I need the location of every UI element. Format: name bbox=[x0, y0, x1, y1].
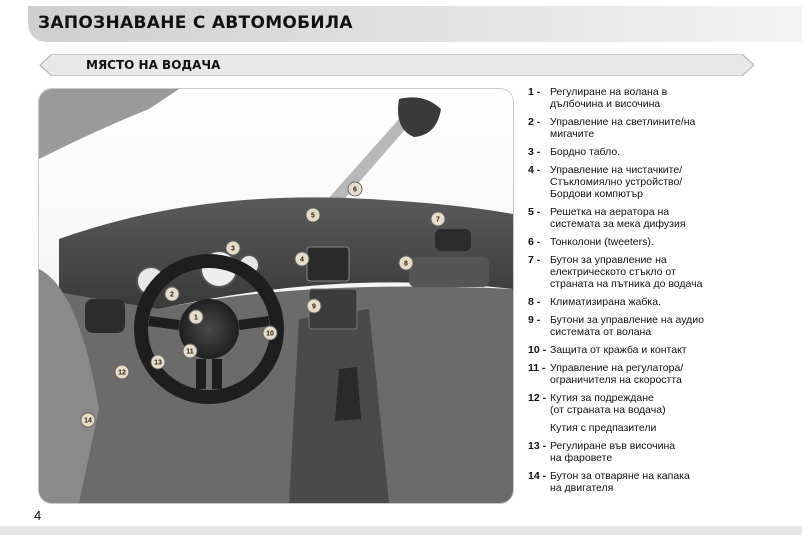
legend-text: Бутони за управление на аудио системата … bbox=[550, 314, 704, 338]
callout-8: 8 bbox=[398, 255, 414, 271]
legend-text: Управление на светлините/на мигачите bbox=[550, 116, 696, 140]
legend-text: Кутия с предпазители bbox=[550, 422, 657, 434]
svg-text:3: 3 bbox=[231, 246, 235, 253]
callout-14: 14 bbox=[80, 412, 96, 428]
svg-text:4: 4 bbox=[300, 257, 304, 264]
svg-text:14: 14 bbox=[84, 418, 92, 425]
legend-number: 10 - bbox=[528, 344, 547, 356]
legend-text: Решетка на аератора на системата за мека… bbox=[550, 206, 686, 230]
legend-number: 3 - bbox=[528, 146, 541, 158]
dashboard-illustration: 1 2 3 4 5 6 7 8 9 10 11 12 13 14 bbox=[39, 89, 513, 503]
svg-text:1: 1 bbox=[194, 315, 198, 322]
title-band bbox=[28, 6, 802, 42]
legend-item: 2 - Управление на светлините/на мигачите bbox=[528, 116, 748, 140]
callout-13: 13 bbox=[150, 354, 166, 370]
legend-number: 6 - bbox=[528, 236, 541, 248]
legend-item: 3 - Бордно табло. bbox=[528, 146, 748, 158]
legend-item: 9 - Бутони за управление на аудио система… bbox=[528, 314, 748, 338]
legend-item: 13 -Регулиране във височина на фаровете bbox=[528, 440, 748, 464]
legend-list: 1 - Регулиране на волана в дълбочина и ви… bbox=[528, 86, 748, 500]
svg-text:2: 2 bbox=[170, 292, 174, 299]
legend-text: Бутон за управление на електрическото ст… bbox=[550, 254, 703, 290]
a-pillar bbox=[39, 89, 179, 159]
svg-text:9: 9 bbox=[312, 304, 316, 311]
legend-number: 4 - bbox=[528, 164, 541, 176]
callout-5: 5 bbox=[305, 207, 321, 223]
callout-12: 12 bbox=[114, 364, 130, 380]
legend-item: 7 - Бутон за управление на електрическото… bbox=[528, 254, 748, 290]
callout-3: 3 bbox=[225, 240, 241, 256]
steering-spokes bbox=[148, 316, 270, 389]
legend-text: Климатизирана жабка. bbox=[550, 296, 661, 308]
door-panel bbox=[39, 269, 99, 503]
svg-text:12: 12 bbox=[118, 370, 126, 377]
callout-4: 4 bbox=[294, 251, 310, 267]
svg-text:13: 13 bbox=[154, 360, 162, 367]
rearview-mirror bbox=[398, 97, 441, 137]
section-band bbox=[39, 54, 754, 76]
legend-item: Кутия с предпазители bbox=[528, 422, 748, 434]
page-number: 4 bbox=[34, 508, 42, 523]
legend-item: 4 - Управление на чистачките/ Стъкломиялн… bbox=[528, 164, 748, 200]
gear-shift bbox=[335, 367, 361, 421]
callout-6: 6 bbox=[347, 181, 363, 197]
legend-item: 10 -Защита от кражба и контакт bbox=[528, 344, 748, 356]
legend-item: 11 - Управление на регулатора/ ограничите… bbox=[528, 362, 748, 386]
legend-number: 11 - bbox=[528, 362, 546, 374]
glovebox bbox=[409, 257, 489, 287]
dashboard-figure: 1 2 3 4 5 6 7 8 9 10 11 12 13 14 bbox=[38, 88, 514, 504]
svg-text:7: 7 bbox=[436, 217, 440, 224]
bottom-divider bbox=[0, 526, 802, 535]
svg-text:8: 8 bbox=[404, 261, 408, 268]
svg-text:6: 6 bbox=[353, 187, 357, 194]
dashboard-lower bbox=[39, 286, 513, 503]
legend-text: Защита от кражба и контакт bbox=[550, 344, 687, 356]
steering-wheel-rim bbox=[134, 254, 284, 404]
pillar-right bbox=[319, 119, 409, 211]
dashboard-top bbox=[59, 197, 513, 349]
legend-number: 14 - bbox=[528, 470, 547, 482]
legend-number: 8 - bbox=[528, 296, 541, 308]
legend-item: 1 - Регулиране на волана в дълбочина и ви… bbox=[528, 86, 748, 110]
legend-text: Бутон за отваряне на капака на двигателя bbox=[550, 470, 690, 494]
left-vent bbox=[85, 299, 125, 333]
section-title: МЯСТО НА ВОДАЧА bbox=[86, 58, 221, 72]
legend-item: 5 - Решетка на аератора на системата за м… bbox=[528, 206, 748, 230]
legend-text: Регулиране във височина на фаровете bbox=[550, 440, 676, 464]
legend-text: Бордно табло. bbox=[550, 146, 621, 158]
svg-text:5: 5 bbox=[311, 213, 315, 220]
legend-number: 7 - bbox=[528, 254, 541, 266]
legend-number bbox=[528, 422, 550, 434]
legend-number: 2 - bbox=[528, 116, 541, 128]
figure-callouts: 1 2 3 4 5 6 7 8 9 10 11 12 13 14 bbox=[80, 181, 446, 428]
legend-text: Регулиране на волана в дълбочина и височ… bbox=[550, 86, 668, 110]
callout-9: 9 bbox=[306, 298, 322, 314]
callout-10: 10 bbox=[262, 325, 278, 341]
legend-item: 12 -Кутия за подреждане (от страната на … bbox=[528, 392, 748, 416]
callout-7: 7 bbox=[430, 211, 446, 227]
legend-number: 9 - bbox=[528, 314, 541, 326]
page-title: ЗАПОЗНАВАНЕ С АВТОМОБИЛА bbox=[38, 13, 353, 33]
legend-text: Управление на чистачките/ Стъкломиялно у… bbox=[550, 164, 683, 200]
svg-text:10: 10 bbox=[266, 331, 274, 338]
legend-number: 5 - bbox=[528, 206, 541, 218]
legend-item: 6 - Тонколони (tweeters). bbox=[528, 236, 748, 248]
callout-11: 11 bbox=[182, 343, 198, 359]
legend-text: Управление на регулатора/ ограничителя н… bbox=[550, 362, 684, 386]
right-vent bbox=[435, 229, 471, 251]
legend-number: 12 - bbox=[528, 392, 547, 404]
callout-2: 2 bbox=[164, 286, 180, 302]
svg-text:11: 11 bbox=[186, 349, 194, 356]
callout-1: 1 bbox=[188, 309, 204, 325]
legend-text: Тонколони (tweeters). bbox=[550, 236, 654, 248]
legend-item: 14 -Бутон за отваряне на капака на двига… bbox=[528, 470, 748, 494]
legend-number: 1 - bbox=[528, 86, 541, 98]
legend-item: 8 - Климатизирана жабка. bbox=[528, 296, 748, 308]
legend-number: 13 - bbox=[528, 440, 547, 452]
center-screen bbox=[306, 246, 350, 282]
legend-text: Кутия за подреждане (от страната на вода… bbox=[550, 392, 666, 416]
